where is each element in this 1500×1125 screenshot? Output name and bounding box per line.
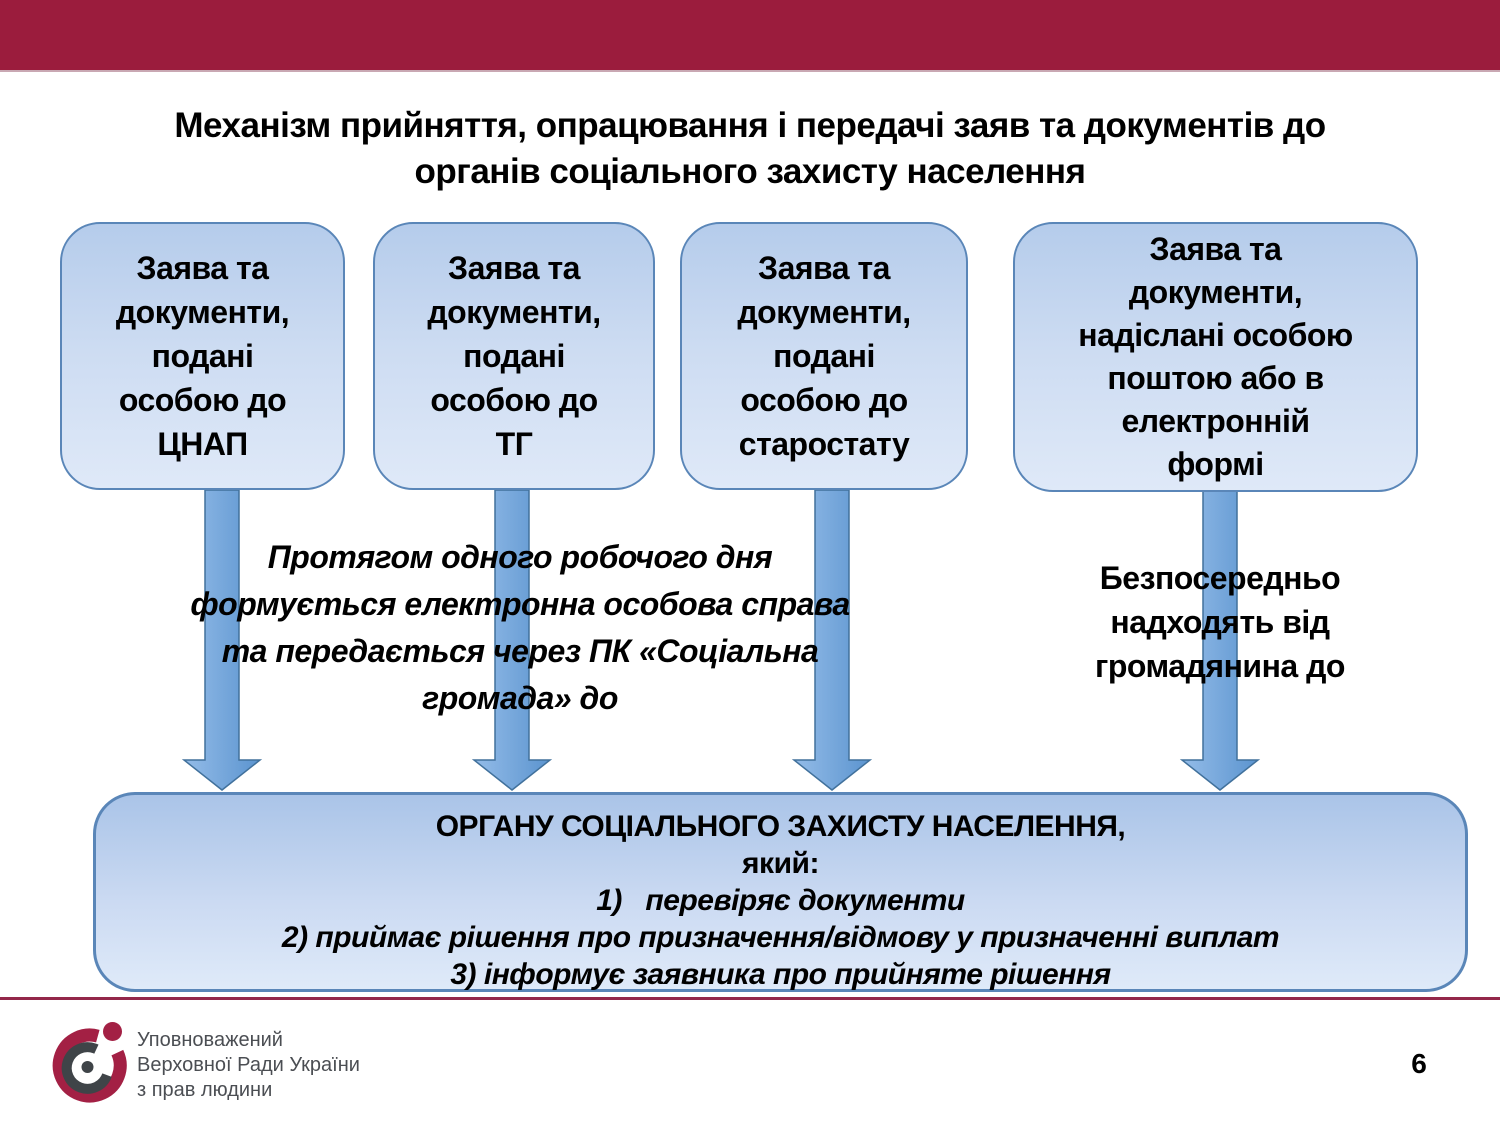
destination-item: 3) інформує заявника про прийняте рішенн… — [450, 958, 1111, 991]
page-number: 6 — [1411, 1048, 1427, 1079]
destination-title: ОРГАНУ СОЦІАЛЬНОГО ЗАХИСТУ НАСЕЛЕННЯ, — [435, 810, 1126, 843]
process-note: Протягом одного робочого дня формується … — [190, 539, 850, 716]
ombudsman-logo-icon — [52, 1022, 127, 1103]
footer-divider-line — [0, 997, 1500, 1000]
down-arrow-3 — [791, 489, 873, 791]
down-arrow-4 — [1179, 489, 1261, 791]
destination-box: ОРГАНУ СОЦІАЛЬНОГО ЗАХИСТУ НАСЕЛЕННЯ, як… — [93, 792, 1468, 992]
ombudsman-logo-text: Уповноважений Верховної Ради України з п… — [137, 1029, 360, 1101]
flow-box-tg: Заява та документи, подані особою до ТГ — [373, 222, 655, 490]
flow-box-starostat: Заява та документи, подані особою до ста… — [680, 222, 968, 490]
slide-title: Механізм прийняття, опрацювання і переда… — [174, 106, 1326, 191]
flow-box-mail-electronic: Заява та документи, надіслані особою пош… — [1013, 222, 1418, 492]
destination-subtitle: який: — [742, 847, 819, 880]
direct-note: Безпосередньо надходять від громадянина … — [1095, 560, 1345, 684]
down-arrow-2 — [471, 489, 553, 791]
flow-box-label: Заява та документи, подані особою до ста… — [737, 250, 911, 462]
flow-box-cnap: Заява та документи, подані особою до ЦНА… — [60, 222, 345, 490]
down-arrow-1 — [181, 489, 263, 791]
destination-item: 1) перевіряє документи — [596, 884, 965, 917]
flow-box-label: Заява та документи, надіслані особою пош… — [1078, 231, 1353, 482]
top-banner — [0, 0, 1500, 72]
flow-arrows — [181, 489, 1261, 791]
destination-item: 2) приймає рішення про призначення/відмо… — [281, 921, 1280, 954]
flow-box-label: Заява та документи, подані особою до ЦНА… — [115, 250, 290, 462]
flow-box-label: Заява та документи, подані особою до ТГ — [427, 250, 601, 462]
